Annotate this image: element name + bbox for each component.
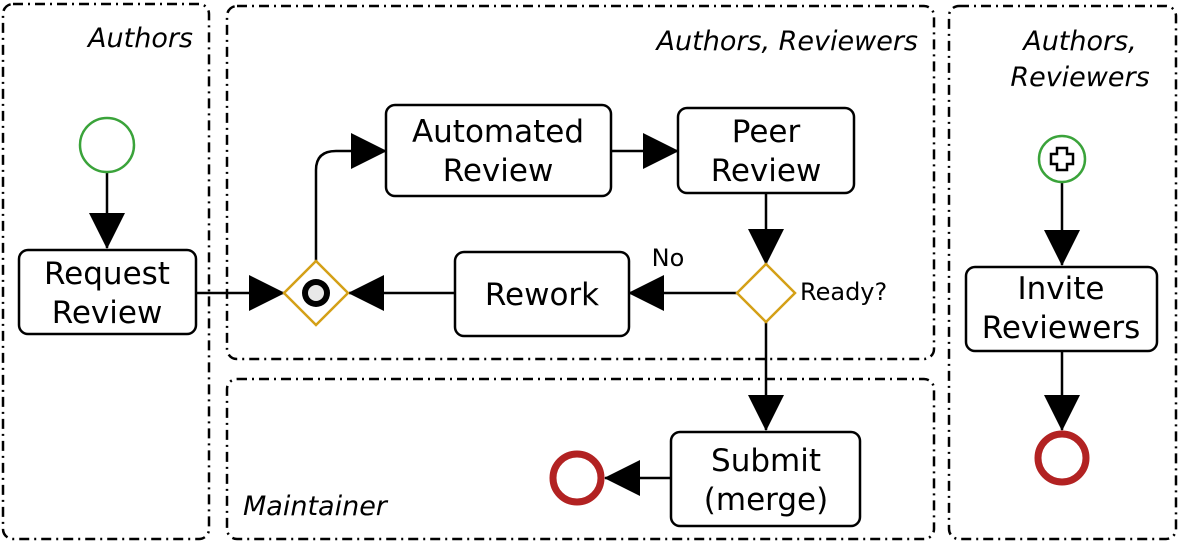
start-event [78, 116, 136, 174]
lane-authors [1, 2, 211, 541]
gateway-no-label: No [652, 244, 685, 272]
task-rework-label: Rework [485, 277, 599, 313]
plus-icon [1049, 146, 1075, 172]
task-automated-review-line2: Review [443, 153, 554, 189]
task-submit-line1: Submit [711, 443, 821, 479]
lane-label-authors-reviewers: Authors, Reviewers [655, 26, 918, 57]
gateway-merge-marker-inner [308, 285, 324, 301]
task-peer-review-line1: Peer [732, 114, 801, 150]
task-automated-review-line1: Automated [412, 114, 584, 150]
task-automated-review [384, 103, 613, 198]
gateway-ready [735, 262, 797, 324]
task-peer-review [676, 106, 856, 195]
task-request-review-line1: Request [44, 256, 170, 292]
flow-gateway-to-automated [314, 133, 387, 261]
lane-label-right-line1: Authors, [1021, 26, 1137, 57]
task-rework [453, 250, 631, 338]
end-event-invite [1034, 430, 1090, 486]
task-request-review-line2: Review [52, 295, 163, 331]
task-peer-review-line2: Review [711, 153, 822, 189]
lane-maintainer [225, 377, 936, 541]
lane-label-right-line2: Reviewers [1010, 62, 1149, 93]
end-event-merge [549, 450, 605, 506]
task-invite-reviewers [964, 265, 1159, 353]
task-submit [669, 430, 862, 528]
lane-authors-reviewers [225, 4, 936, 361]
task-request-review [17, 248, 198, 336]
gateway-ready-label: Ready? [800, 278, 887, 306]
lane-authors-reviewers-right [947, 4, 1178, 541]
lane-label-authors: Authors [86, 23, 193, 54]
task-invite-reviewers-line1: Invite [1018, 271, 1105, 307]
task-submit-line2: (merge) [704, 482, 828, 518]
task-invite-reviewers-line2: Reviewers [982, 310, 1141, 346]
lane-label-maintainer: Maintainer [243, 491, 389, 522]
